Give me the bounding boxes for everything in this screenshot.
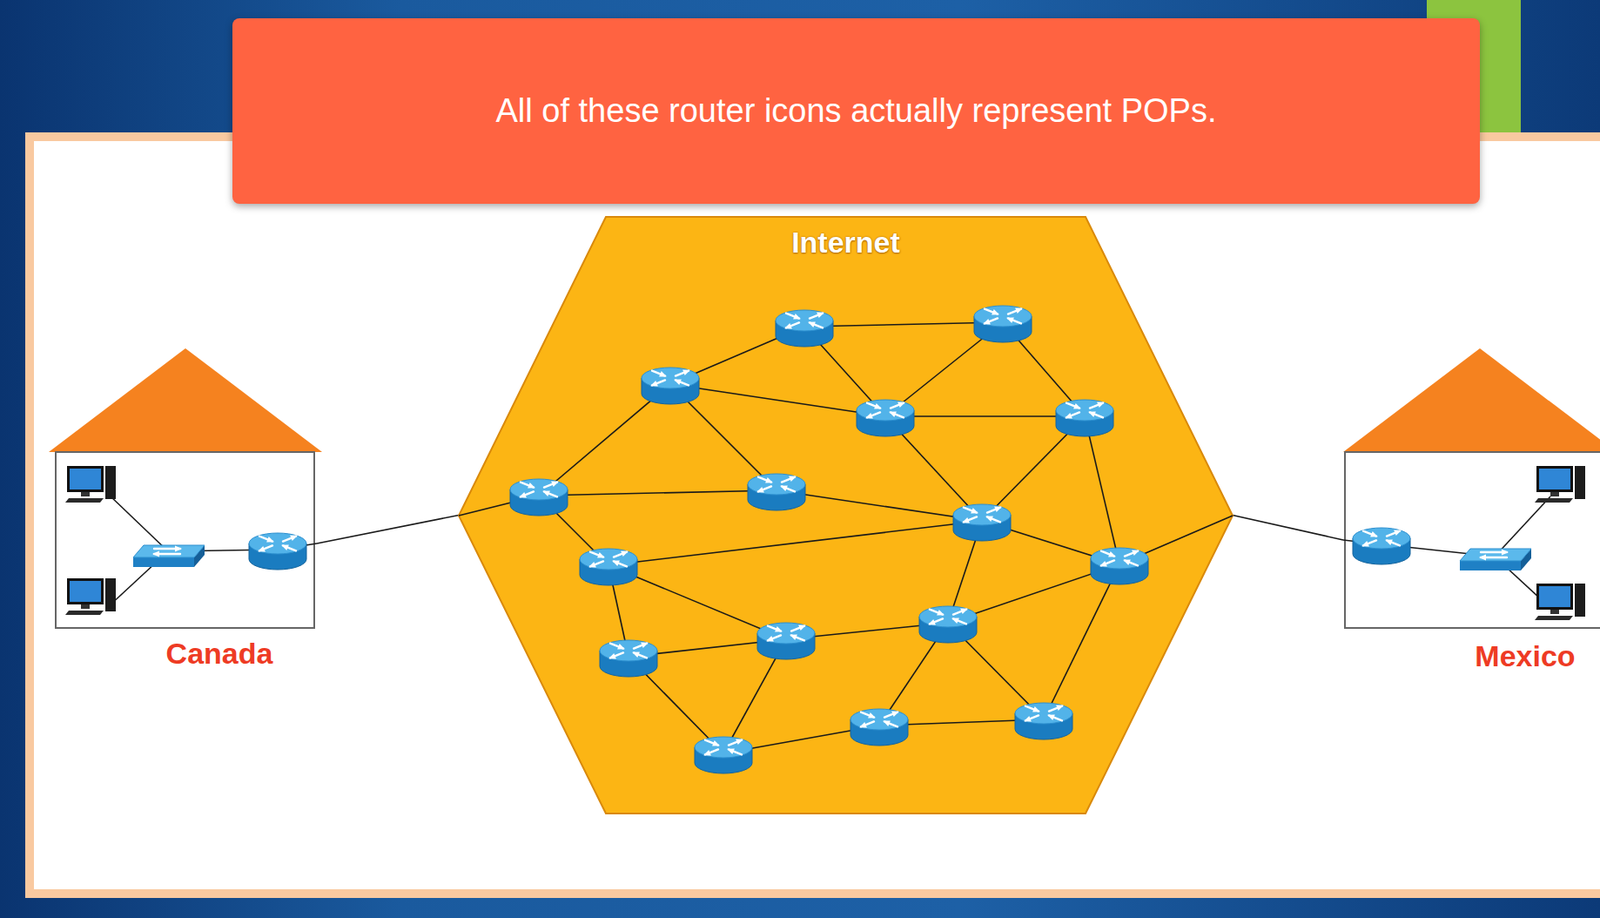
callout-banner: All of these router icons actually repre… bbox=[232, 18, 1480, 204]
internet-hexagon bbox=[458, 216, 1233, 814]
router-icon bbox=[1055, 399, 1114, 437]
router-icon bbox=[757, 622, 815, 659]
router-icon bbox=[1352, 527, 1411, 565]
house-shape bbox=[48, 346, 317, 678]
router-icon bbox=[579, 548, 638, 585]
router-icon bbox=[856, 399, 915, 437]
house-roof bbox=[1343, 348, 1600, 452]
router-icon bbox=[694, 736, 753, 774]
house-shape bbox=[1343, 346, 1600, 678]
router-icon bbox=[850, 708, 908, 746]
pop-links bbox=[458, 322, 1233, 753]
hexagon-shape bbox=[458, 216, 1233, 814]
router-icon bbox=[953, 504, 1011, 541]
house-wall bbox=[1344, 451, 1600, 628]
computer-icon bbox=[65, 465, 116, 503]
internet-region: Internet bbox=[458, 216, 1233, 814]
router-icon bbox=[775, 309, 834, 347]
router-icon bbox=[974, 305, 1032, 343]
router-icon bbox=[641, 367, 700, 404]
router-icon bbox=[248, 532, 307, 570]
router-icon bbox=[919, 605, 977, 643]
computer-icon bbox=[1534, 465, 1586, 503]
country-label: Canada bbox=[166, 636, 274, 671]
country-label: Mexico bbox=[1474, 638, 1575, 673]
house-wall bbox=[55, 451, 315, 628]
house-illustration bbox=[1343, 348, 1600, 628]
computer-icon bbox=[1534, 583, 1586, 620]
computer-icon bbox=[65, 578, 116, 615]
house-roof bbox=[48, 348, 323, 452]
network-link bbox=[1232, 515, 1344, 541]
router-icon bbox=[747, 473, 806, 511]
lan-wires bbox=[108, 494, 317, 606]
house-network: Canada bbox=[48, 346, 317, 678]
house-illustration bbox=[48, 348, 323, 628]
switch-icon bbox=[1459, 548, 1532, 571]
lan-wires bbox=[1343, 496, 1551, 608]
switch-icon bbox=[133, 544, 205, 567]
region-label: Internet bbox=[458, 225, 1233, 260]
house-network: Mexico bbox=[1343, 346, 1600, 678]
internet-cloud bbox=[458, 216, 1233, 814]
router-icon bbox=[1090, 547, 1149, 585]
network-link bbox=[316, 515, 459, 545]
router-icon bbox=[510, 478, 568, 516]
router-icon bbox=[1015, 702, 1073, 740]
callout-text: All of these router icons actually repre… bbox=[496, 92, 1217, 130]
router-icon bbox=[599, 639, 658, 677]
